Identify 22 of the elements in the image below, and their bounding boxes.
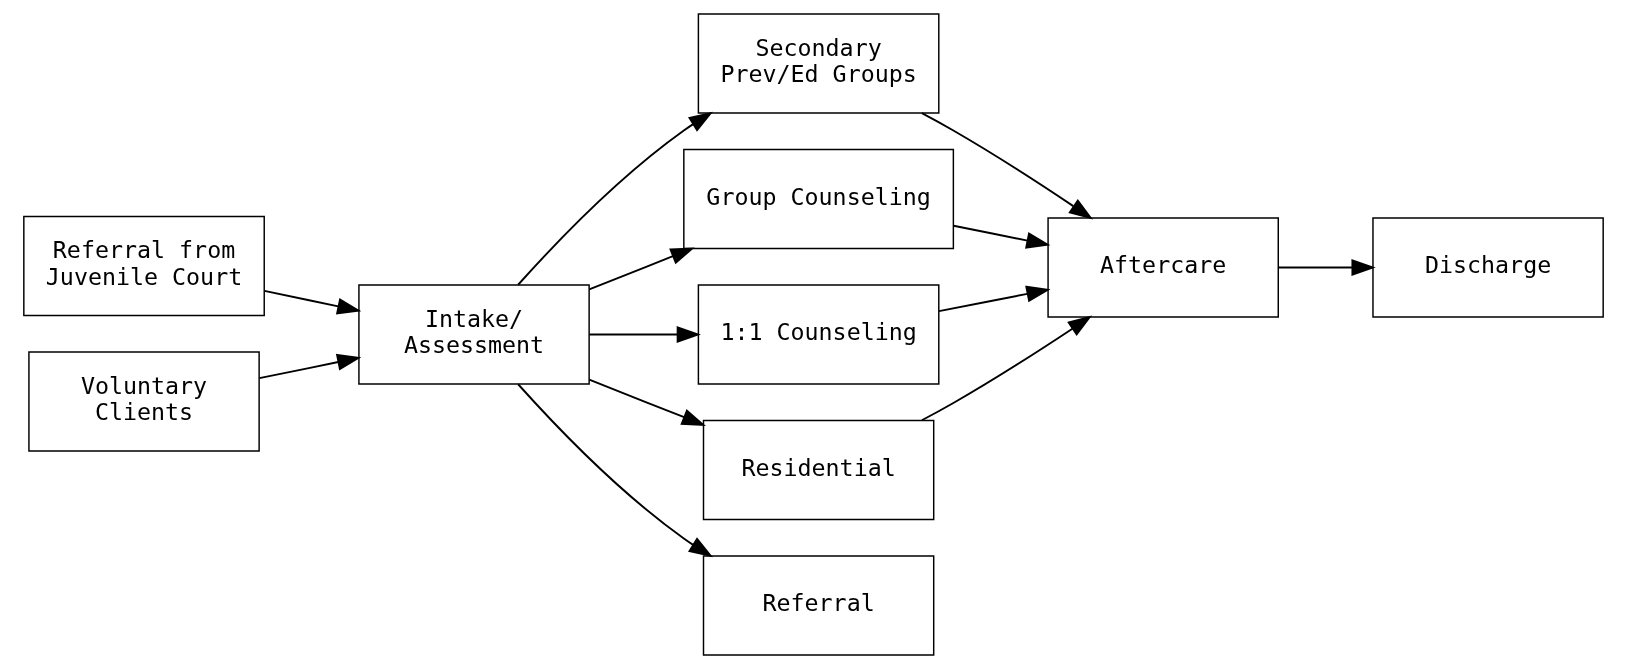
node-box: Residential: [702, 419, 935, 521]
arrow: [952, 224, 1051, 249]
arrow: [258, 353, 362, 380]
arrow: [920, 112, 1094, 220]
node-box: Secondary Prev/Ed Groups: [697, 13, 940, 114]
node-box: Referral: [702, 555, 935, 656]
arrow: [517, 383, 713, 558]
arrow: [920, 315, 1093, 422]
arrow: [588, 247, 695, 291]
arrow: [938, 285, 1051, 313]
node-box: 1:1 Counseling: [697, 284, 940, 385]
node-box: Referral from Juvenile Court: [23, 215, 265, 317]
node-box: Aftercare: [1047, 217, 1279, 318]
arrow: [517, 111, 713, 286]
node-box: Intake/ Assessment: [358, 284, 590, 385]
arrow: [263, 290, 362, 315]
arrow: [1277, 259, 1376, 276]
node-box: Discharge: [1372, 217, 1604, 318]
arrow: [588, 378, 706, 426]
node-box: Voluntary Clients: [28, 351, 260, 452]
node-box: Group Counseling: [683, 148, 955, 250]
arrow: [588, 326, 701, 343]
